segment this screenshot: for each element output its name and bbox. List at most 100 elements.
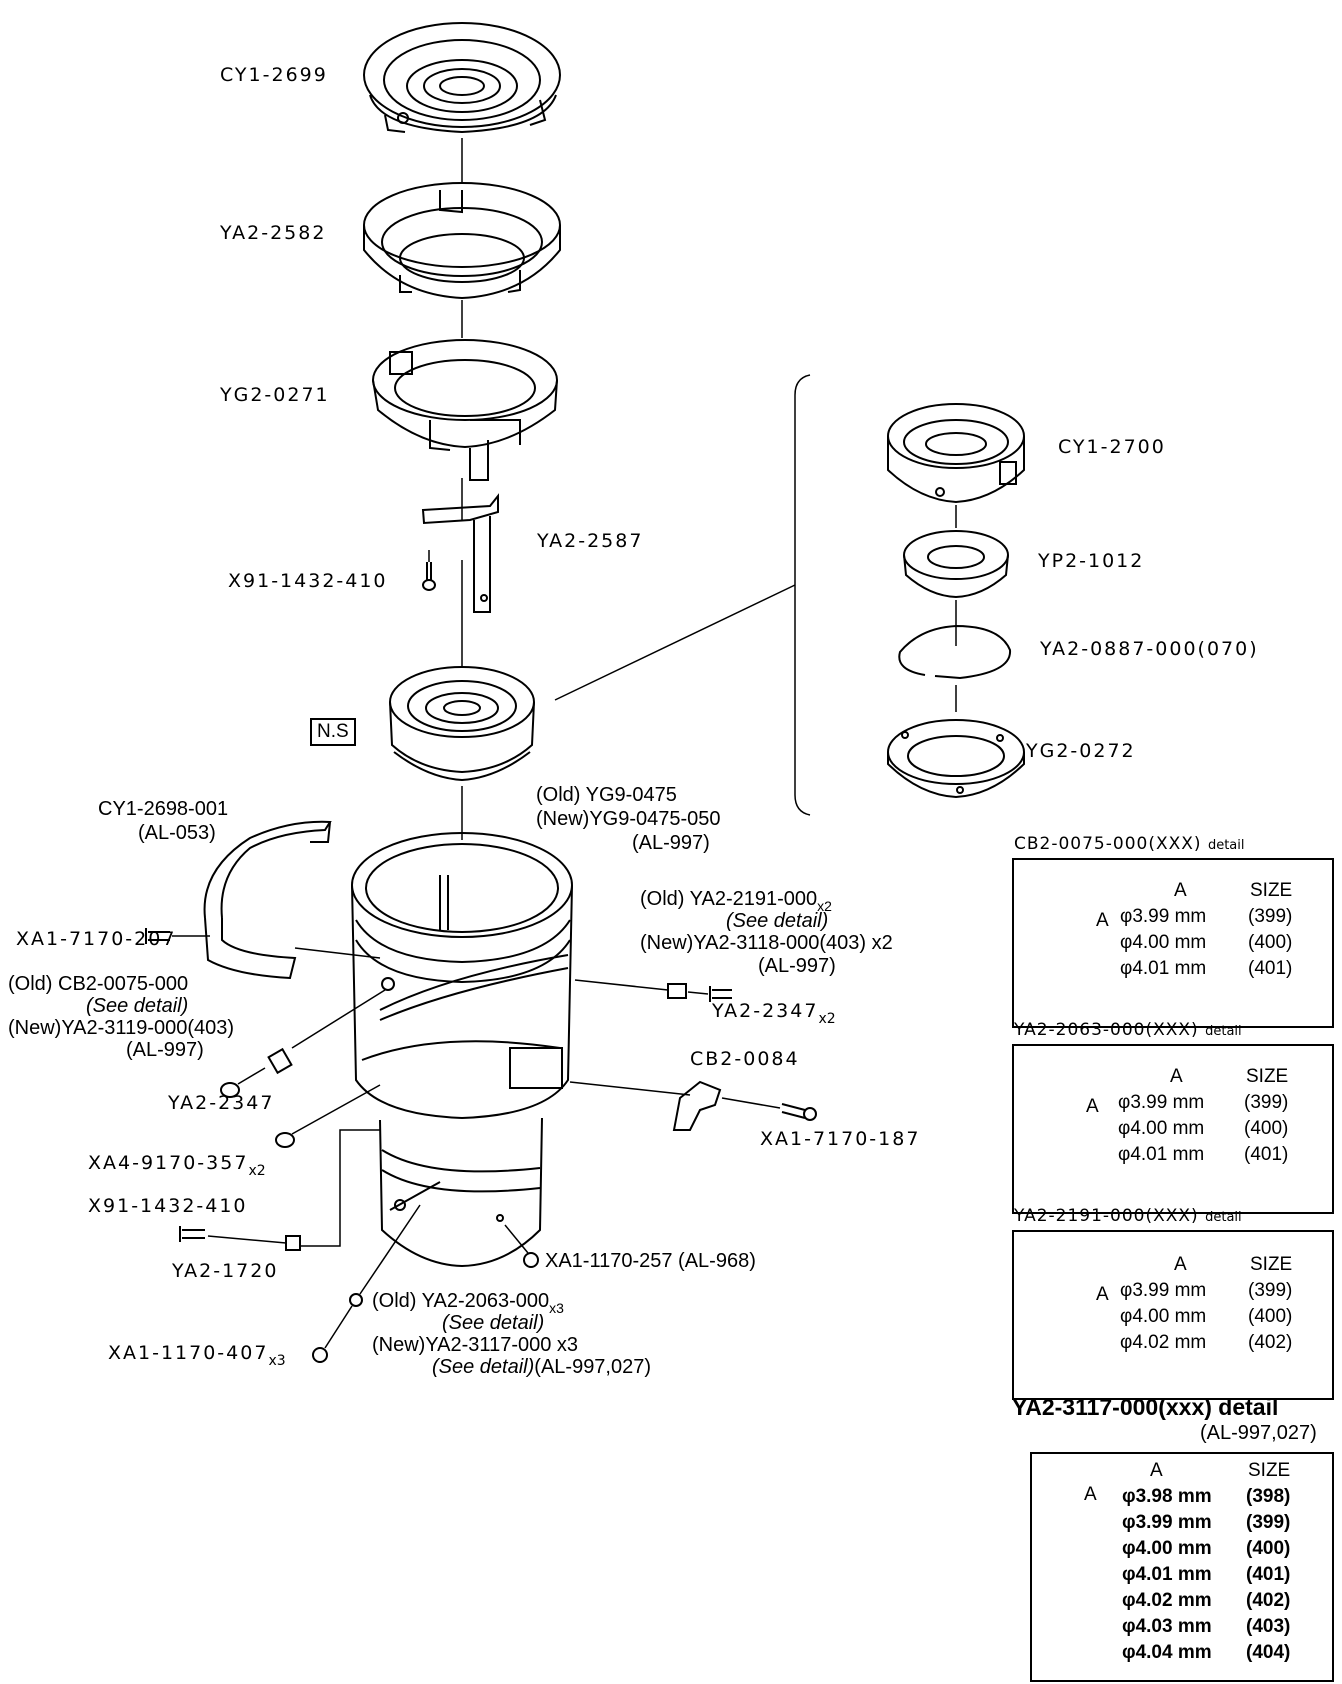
label-xa1-7170-187: XA1-7170-187 bbox=[760, 1128, 921, 1150]
detail-row-size: (402) bbox=[1246, 1590, 1291, 1611]
label-ya2-2063-al-see: (See detail) bbox=[432, 1356, 535, 1378]
label-yg2-0271: YG2-0271 bbox=[220, 384, 330, 406]
label-ya2-2347-right: YA2-2347x2 bbox=[712, 1000, 836, 1027]
detail-dim-label: A bbox=[1096, 1284, 1109, 1305]
detail-panel-cb2-0075: A SIZE A φ3.99 mm (399) φ4.00 mm (400) φ… bbox=[1012, 858, 1334, 1028]
snap-ring-ya2-0887 bbox=[898, 624, 1012, 680]
label-xa1-1170-407-mult: x3 bbox=[268, 1353, 286, 1369]
detail-row-a: φ4.01 mm bbox=[1122, 1564, 1212, 1585]
label-ns: N.S bbox=[310, 718, 356, 746]
detail-title-ya2-2063-suffix: detail bbox=[1205, 1024, 1242, 1039]
detail-row-a: φ4.03 mm bbox=[1122, 1616, 1212, 1637]
detail-row-a: φ4.00 mm bbox=[1120, 932, 1207, 953]
label-cy1-2700: CY1-2700 bbox=[1058, 436, 1166, 458]
label-ya2-2063-al: (AL-997,027) bbox=[534, 1356, 652, 1378]
detail-col-a: A bbox=[1174, 1254, 1187, 1275]
label-ya2-2063-old: (Old) YA2-2063-000x3 bbox=[372, 1290, 564, 1316]
label-ya2-2191-old: (Old) YA2-2191-000x2 bbox=[640, 888, 832, 914]
label-ya2-2191-mult: x2 bbox=[817, 898, 832, 914]
label-ya2-2063-new: (New)YA2-3117-000 x3 bbox=[372, 1334, 579, 1356]
label-cb2-old: (Old) CB2-0075-000 bbox=[8, 973, 189, 995]
detail-row-a: φ4.02 mm bbox=[1120, 1332, 1207, 1353]
label-cb2-see: (See detail) bbox=[86, 995, 189, 1017]
detail-row-size: (401) bbox=[1248, 958, 1293, 979]
detail-row-size: (400) bbox=[1248, 932, 1293, 953]
detail-row-size: (401) bbox=[1246, 1564, 1291, 1585]
detail-dim-label: A bbox=[1096, 910, 1109, 931]
detail-title-ya2-2063: YA2-2063-000(XXX) detail bbox=[1014, 1020, 1242, 1040]
label-ya2-2191-al: (AL-997) bbox=[758, 955, 836, 977]
detail-panel-ya2-2191: A SIZE A φ3.99 mm (399) φ4.00 mm (400) φ… bbox=[1012, 1230, 1334, 1400]
label-ya2-2191-new: (New)YA2-3118-000(403) x2 bbox=[640, 932, 893, 954]
label-ya2-2191-see: (See detail) bbox=[726, 910, 829, 932]
label-cy1-2698-al: (AL-053) bbox=[138, 822, 216, 844]
label-x91-1432-410-top: X91-1432-410 bbox=[228, 570, 388, 592]
detail-row-a: φ3.98 mm bbox=[1122, 1486, 1212, 1507]
detail-col-a: A bbox=[1170, 1066, 1183, 1087]
label-xa4-mult: x2 bbox=[248, 1163, 266, 1179]
detail-row-size: (399) bbox=[1248, 1280, 1293, 1301]
detail-subtitle-ya2-3117: (AL-997,027) bbox=[1200, 1422, 1317, 1444]
detail-row-size: (398) bbox=[1246, 1486, 1291, 1507]
label-ya2-2347-right-mult: x2 bbox=[818, 1011, 836, 1027]
label-ya2-2063-mult: x3 bbox=[549, 1300, 564, 1316]
label-ya2-2347-left: YA2-2347 bbox=[168, 1092, 275, 1114]
leader-ns-to-subassembly bbox=[554, 584, 796, 701]
detail-row-a: φ4.01 mm bbox=[1118, 1144, 1205, 1165]
label-cb2-new: (New)YA2-3119-000(403) bbox=[8, 1017, 235, 1039]
detail-row-size: (402) bbox=[1248, 1332, 1293, 1353]
ring-ya2-2582 bbox=[363, 182, 561, 300]
detail-col-a: A bbox=[1150, 1460, 1163, 1481]
barrel-lower bbox=[379, 1117, 543, 1268]
label-yg9-new: (New)YG9-0475-050 bbox=[536, 808, 721, 830]
label-yg9-al: (AL-997) bbox=[632, 832, 710, 854]
plate-yg2-0272 bbox=[887, 719, 1025, 799]
lens-group-ns bbox=[389, 666, 535, 782]
detail-row-a: φ3.99 mm bbox=[1120, 1280, 1207, 1301]
label-yg9-old: (Old) YG9-0475 bbox=[536, 784, 677, 806]
detail-row-size: (403) bbox=[1246, 1616, 1291, 1637]
detail-row-size: (399) bbox=[1244, 1092, 1289, 1113]
label-xa4-9170-357-text: XA4-9170-357 bbox=[88, 1152, 249, 1174]
label-ya2-1720: YA2-1720 bbox=[172, 1260, 279, 1282]
detail-row-a: φ4.01 mm bbox=[1120, 958, 1207, 979]
detail-row-size: (400) bbox=[1246, 1538, 1291, 1559]
detail-row-size: (401) bbox=[1244, 1144, 1289, 1165]
label-ya2-2191-old-text: (Old) YA2-2191-000 bbox=[640, 888, 818, 910]
label-xa1-1170-257: XA1-1170-257 (AL-968) bbox=[545, 1250, 756, 1272]
detail-row-a: φ3.99 mm bbox=[1118, 1092, 1205, 1113]
detail-row-a: φ4.00 mm bbox=[1122, 1538, 1212, 1559]
detail-title-ya2-2191-suffix: detail bbox=[1205, 1210, 1242, 1225]
detail-col-size: SIZE bbox=[1246, 1066, 1289, 1087]
detail-row-size: (400) bbox=[1248, 1306, 1293, 1327]
label-ya2-2063-al-line: (See detail)(AL-997,027) bbox=[432, 1356, 651, 1379]
screw-x91-1432-410-top bbox=[422, 562, 436, 591]
detail-col-size: SIZE bbox=[1248, 1460, 1291, 1481]
detail-col-size: SIZE bbox=[1250, 880, 1293, 901]
label-yp2-1012: YP2-1012 bbox=[1038, 550, 1145, 572]
detail-title-ya2-2191-text: YA2-2191-000(XXX) bbox=[1014, 1206, 1199, 1226]
label-ya2-2347-right-text: YA2-2347 bbox=[712, 1000, 819, 1022]
detail-row-size: (404) bbox=[1246, 1642, 1291, 1663]
barrel-yg9-0475 bbox=[351, 832, 573, 1120]
lens-cy1-2700 bbox=[887, 403, 1025, 504]
detail-title-cb2-0075: CB2-0075-000(XXX) detail bbox=[1014, 834, 1244, 854]
detail-col-a: A bbox=[1174, 880, 1187, 901]
subassembly-bracket bbox=[794, 374, 811, 816]
label-ya2-2582: YA2-2582 bbox=[220, 222, 327, 244]
bracket-ya2-2587 bbox=[421, 493, 499, 613]
label-x91-1432-410-bottom: X91-1432-410 bbox=[88, 1195, 248, 1217]
detail-dim-label: A bbox=[1084, 1484, 1097, 1505]
label-xa1-1170-407-text: XA1-1170-407 bbox=[108, 1342, 269, 1364]
screws bbox=[145, 550, 817, 1363]
detail-title-cb2-0075-suffix: detail bbox=[1207, 838, 1245, 853]
label-xa1-7170-207: XA1-7170-207 bbox=[16, 928, 177, 950]
detail-title-cb2-0075-text: CB2-0075-000(XXX) bbox=[1014, 834, 1202, 854]
label-cy1-2699: CY1-2699 bbox=[220, 64, 328, 86]
lens-cup-cy1-2699 bbox=[363, 22, 561, 134]
lens-yp2-1012 bbox=[903, 530, 1009, 599]
detail-row-size: (399) bbox=[1248, 906, 1293, 927]
cam-strip-cy1-2698 bbox=[203, 820, 332, 980]
detail-row-size: (400) bbox=[1244, 1118, 1289, 1139]
detail-title-ya2-2191: YA2-2191-000(XXX) detail bbox=[1014, 1206, 1242, 1226]
